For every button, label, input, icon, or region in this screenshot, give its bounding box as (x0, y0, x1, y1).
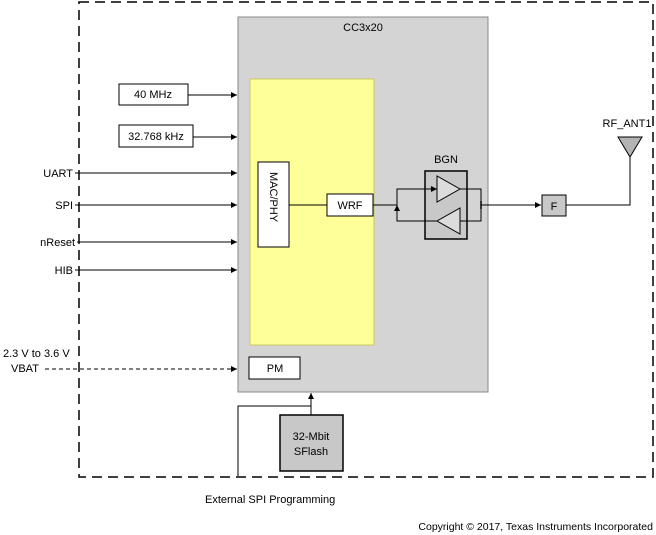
bgn-label: BGN (434, 154, 458, 166)
module-outline (78, 1, 654, 478)
flash-label-line1: 32-Mbit (293, 431, 330, 443)
mac-phy-label: MAC/PHY (267, 172, 279, 223)
chip-name: CC3x20 (343, 22, 383, 34)
clock-32khz-label: 32.768 kHz (128, 131, 184, 143)
hib-label: HIB (55, 265, 73, 277)
rx-path (394, 205, 437, 222)
pm-label: PM (267, 363, 284, 375)
clock-40mhz-label: 40 MHz (134, 89, 172, 101)
mac-phy-box (257, 161, 290, 248)
flash-box (279, 414, 344, 472)
spi-label: SPI (55, 200, 73, 212)
vbat-label: VBAT (11, 363, 39, 375)
antenna-feed (566, 156, 631, 206)
pm-box (248, 356, 301, 380)
antenna-icon (617, 136, 643, 158)
flash-label-line2: SFlash (294, 446, 328, 458)
tx-path (373, 186, 437, 206)
external-spi-path (237, 405, 311, 476)
uart-label: UART (43, 168, 73, 180)
external-spi-label: External SPI Programming (205, 494, 335, 506)
antenna-label: RF_ANT1 (603, 118, 652, 130)
filter-label: F (551, 201, 558, 213)
wrf-label: WRF (337, 200, 362, 212)
copyright: Copyright © 2017, Texas Instruments Inco… (418, 521, 653, 533)
voltage-range-label: 2.3 V to 3.6 V (3, 348, 70, 360)
clock-32khz-box (118, 124, 194, 148)
nreset-label: nReset (40, 237, 75, 249)
